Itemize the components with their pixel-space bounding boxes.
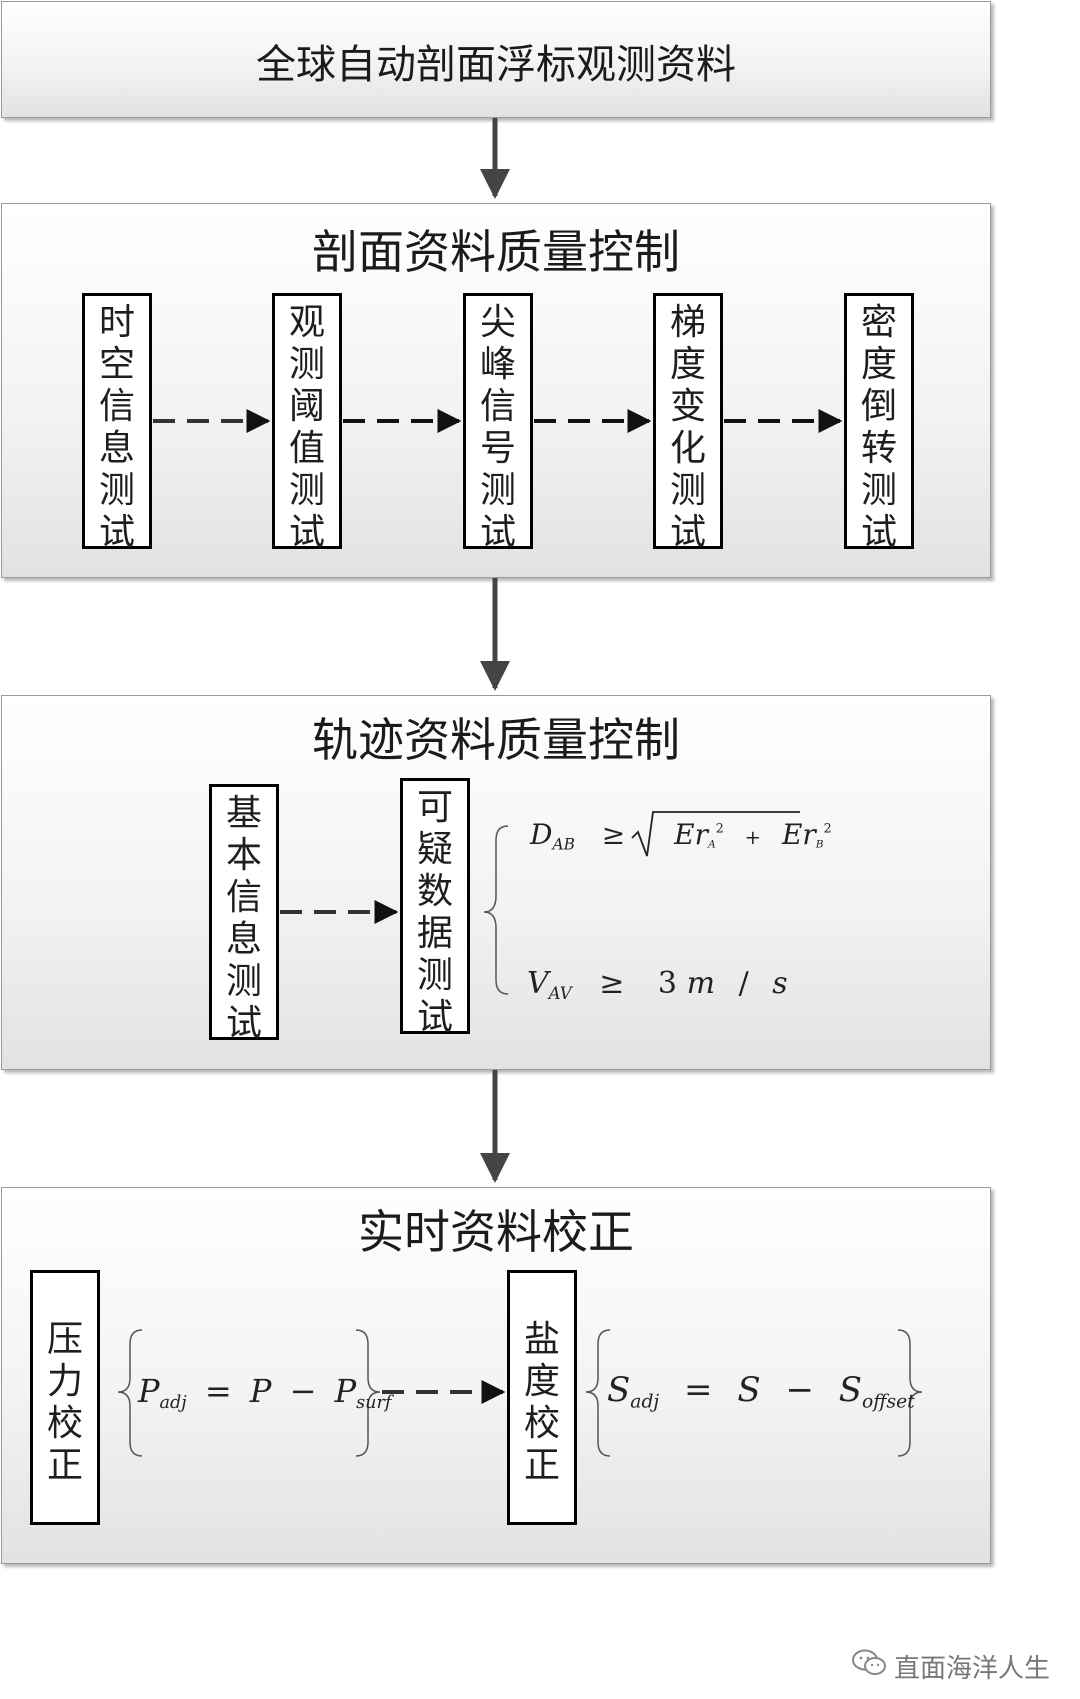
- formula-subscript: adj: [159, 1393, 187, 1414]
- test-box-salinity-correction: 盐度校正: [507, 1270, 577, 1525]
- formula-subscript: surf: [356, 1393, 392, 1414]
- test-box-pressure-correction: 压力校正: [30, 1270, 100, 1525]
- test-label: 盐度校正: [524, 1319, 561, 1486]
- formula-subscript: B: [815, 837, 824, 851]
- formula-operator: ≥: [601, 818, 626, 851]
- formula-operator: =: [684, 1370, 713, 1410]
- sqrt-sign: [631, 811, 800, 857]
- left-brace: [585, 1329, 611, 1457]
- formula-symbol: Er: [781, 818, 816, 851]
- formula-operator: ≥: [599, 966, 625, 1001]
- formula-operator: /: [738, 966, 749, 1001]
- realtime-correction-title: 实时资料校正: [358, 1205, 634, 1259]
- formula-symbol: S: [838, 1370, 863, 1410]
- left-brace: [117, 1329, 143, 1457]
- formula-subscript: adj: [630, 1391, 660, 1413]
- left-brace: [483, 825, 509, 995]
- formula-subscript: AV: [548, 983, 572, 1003]
- salinity-correction-formula: Sadj = S − Soffset: [607, 1370, 915, 1413]
- watermark: 直面海洋人生: [851, 1648, 1050, 1685]
- formula-symbol: D: [530, 818, 553, 851]
- test-label: 密度倒转测试: [861, 302, 898, 553]
- formula-exponent: 2: [715, 820, 724, 836]
- formula-operator: +: [744, 826, 762, 849]
- test-label: 梯度变化测试: [670, 302, 707, 553]
- wechat-icon: [851, 1649, 888, 1684]
- formula-unit: s: [772, 966, 788, 1001]
- formula-symbol: P: [334, 1372, 357, 1410]
- formula-symbol: Er: [674, 818, 708, 851]
- test-box-gradient: 梯度变化测试: [653, 293, 723, 553]
- formula-symbol: P: [138, 1372, 160, 1410]
- test-label: 时空信息测试: [99, 302, 136, 553]
- formula-operator: −: [289, 1372, 317, 1410]
- test-box-density-inversion: 密度倒转测试: [844, 293, 914, 553]
- distance-condition: DAB ≥ ErA2 + ErB2: [530, 818, 832, 853]
- formula-symbol: V: [527, 966, 549, 1001]
- watermark-text: 直面海洋人生: [893, 1654, 1050, 1684]
- formula-symbol: S: [737, 1370, 761, 1410]
- formula-operator: =: [204, 1372, 232, 1410]
- test-box-spatiotemporal: 时空信息测试: [82, 293, 152, 553]
- formula-symbol: S: [607, 1370, 631, 1410]
- formula-exponent: 2: [823, 820, 832, 836]
- formula-value: 3: [657, 966, 678, 1001]
- velocity-condition: VAV ≥ 3 m / s: [527, 966, 788, 1003]
- formula-subscript: A: [708, 837, 716, 851]
- right-brace: [897, 1329, 923, 1457]
- formula-subscript: offset: [862, 1391, 915, 1413]
- test-label: 观测阈值测试: [289, 302, 326, 553]
- test-label: 基本信息测试: [226, 793, 263, 1044]
- test-label: 压力校正: [47, 1319, 84, 1486]
- test-label: 尖峰信号测试: [480, 302, 517, 553]
- test-box-suspicious-data: 可疑数据测试: [400, 778, 470, 1038]
- test-label: 可疑数据测试: [417, 787, 454, 1038]
- realtime-correction-panel: 实时资料校正: [1, 1187, 991, 1564]
- source-data-box: 全球自动剖面浮标观测资料: [1, 1, 991, 118]
- formula-operator: −: [785, 1370, 814, 1410]
- right-brace: [355, 1329, 381, 1457]
- formula-subscript: AB: [552, 835, 575, 854]
- profile-qc-title: 剖面资料质量控制: [312, 225, 680, 279]
- formula-symbol: P: [249, 1372, 272, 1410]
- trajectory-qc-title: 轨迹资料质量控制: [312, 713, 680, 767]
- pressure-correction-formula: Padj = P − Psurf: [138, 1372, 391, 1413]
- test-box-threshold: 观测阈值测试: [272, 293, 342, 553]
- source-data-title: 全球自动剖面浮标观测资料: [256, 42, 736, 88]
- formula-unit: m: [686, 966, 716, 1001]
- test-box-basic-info: 基本信息测试: [209, 784, 279, 1044]
- test-box-spike: 尖峰信号测试: [463, 293, 533, 553]
